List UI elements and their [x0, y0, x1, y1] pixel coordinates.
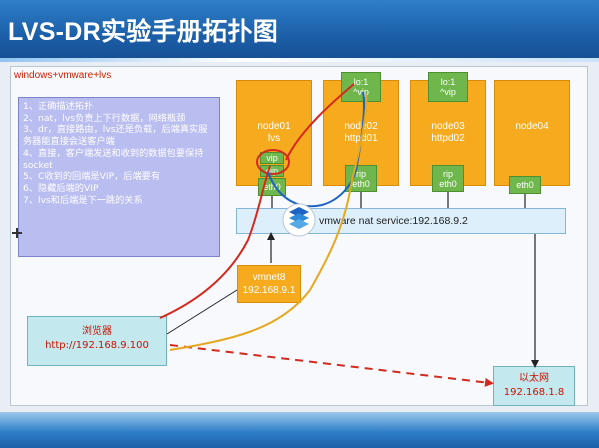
response-path-upper — [351, 93, 368, 181]
request-path — [159, 165, 271, 319]
response-path — [169, 179, 353, 351]
node04-box: node04 — [494, 80, 570, 186]
note-item: 7、lvs和后端是下一跳的关系 — [23, 194, 143, 206]
node04-eth0: eth0 — [509, 176, 541, 194]
note-item: 6、隐藏后端的VIP — [23, 182, 99, 194]
ethernet-ip: 192.168.1.8 — [503, 387, 565, 398]
node01-role: lvs — [267, 133, 281, 144]
browser-url: http://192.168.9.100 — [45, 340, 149, 351]
vmnet8-box: vmnet8 192.168.9.1 — [237, 265, 301, 303]
node03-lo-label: lo:1 — [440, 77, 456, 87]
title-bar: LVS-DR实验手册拓扑图 — [0, 0, 599, 60]
browser-label: 浏览器 — [82, 326, 112, 337]
node03-rip: rip — [442, 169, 453, 179]
node03-rip-eth: rip eth0 — [432, 165, 464, 192]
node03-role: httpd02 — [431, 133, 465, 144]
request-forward-path — [285, 83, 355, 161]
note-item: 2、nat，lvs负责上下行数据，网络瓶颈 — [23, 112, 186, 124]
node02-lo-label: lo:1 — [353, 77, 369, 87]
pointer-cursor-icon — [12, 228, 22, 238]
vmware-logo-icon — [282, 203, 316, 237]
node02-rip: rip — [355, 169, 366, 179]
node03-eth0: eth0 — [439, 179, 457, 189]
vmnet8-name: vmnet8 — [252, 272, 286, 283]
vip-highlight — [256, 149, 290, 175]
node03-vip: ^vip — [440, 87, 456, 97]
page-title: LVS-DR实验手册拓扑图 — [8, 18, 279, 46]
node02-eth0: eth0 — [352, 179, 370, 189]
node02-vip: ^vip — [353, 87, 369, 97]
node02-lo-vip: lo:1 ^vip — [341, 72, 381, 102]
environment-label: windows+vmware+lvs — [14, 70, 112, 81]
note-item: 3、dr，直接路由，lvs还是负载，后端真实服务器能直接会送客户端 — [23, 124, 208, 148]
note-item: 5、C收到的回端是VIP，后端要有 — [23, 171, 161, 183]
note-item: 1、正确描述拓扑 — [23, 101, 94, 112]
node02-name: node02 — [344, 121, 378, 132]
node03-lo-vip: lo:1 ^vip — [428, 72, 468, 102]
bottom-band — [0, 412, 599, 448]
title-underline — [0, 58, 599, 62]
node03-name: node03 — [431, 121, 465, 132]
node01-name: node01 — [257, 121, 291, 132]
notes-panel: 1、正确描述拓扑 2、nat，lvs负责上下行数据，网络瓶颈 3、dr，直接路由… — [18, 97, 220, 257]
forward-path-blue — [267, 91, 366, 208]
node01-vip: vip — [260, 152, 284, 164]
link-browser-vmnet8 — [166, 289, 238, 335]
ethernet-label: 以太网 — [519, 373, 549, 384]
note-item: 4、直接，客户端发送和收到的数据包要保持socket — [23, 147, 204, 171]
dashed-link-browser-ethernet — [169, 344, 494, 387]
node04-name: node04 — [515, 121, 549, 132]
node02-rip-eth: rip eth0 — [345, 165, 377, 192]
vmnet8-ip: 192.168.9.1 — [242, 285, 296, 296]
browser-client: 浏览器 http://192.168.9.100 — [27, 316, 167, 366]
